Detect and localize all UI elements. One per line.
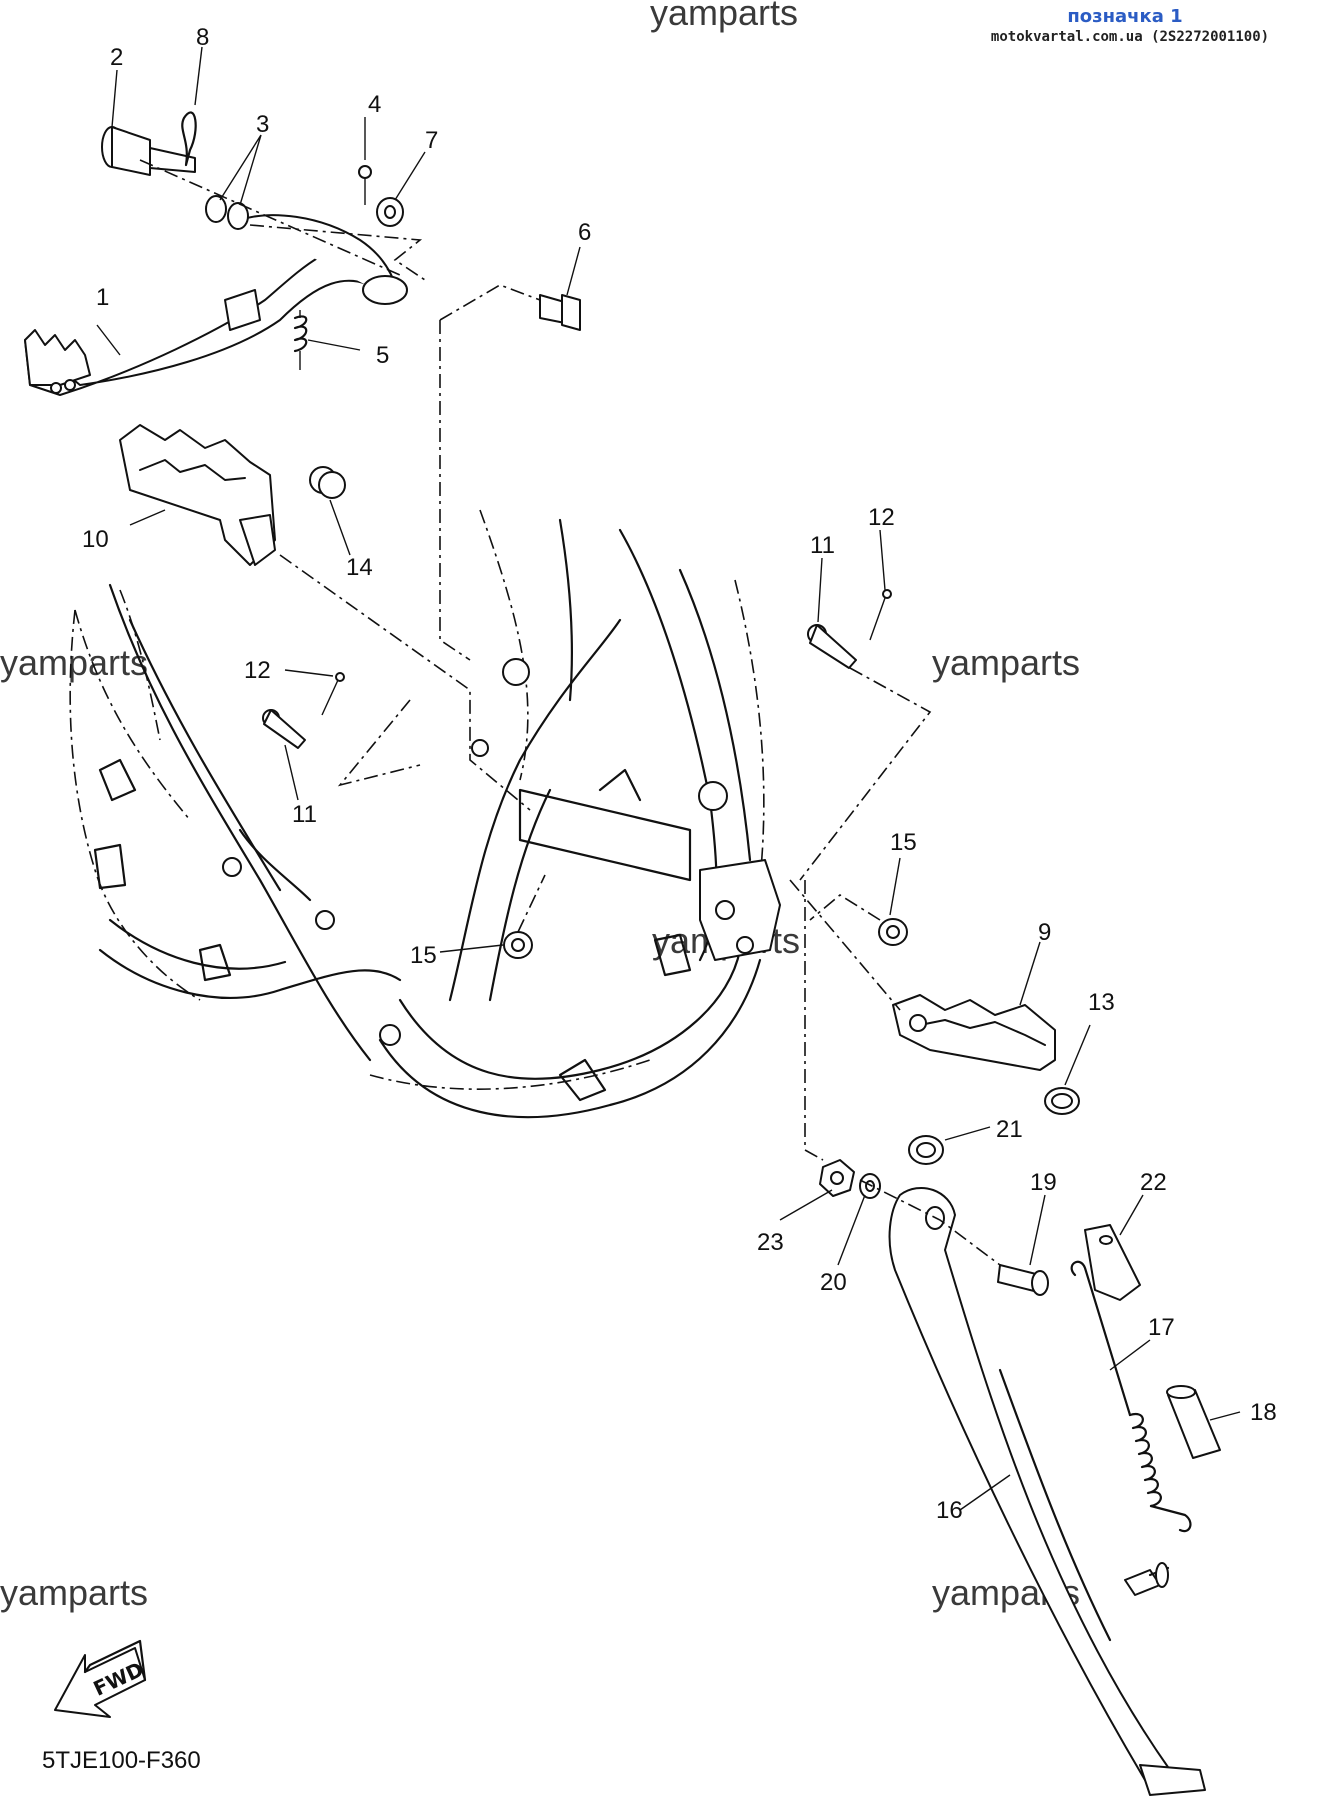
sidestand-spring [1070, 1260, 1192, 1533]
callout-8: 8 [196, 24, 209, 51]
return-spring [293, 310, 308, 370]
sidestand [888, 1186, 1206, 1796]
callout-7: 7 [425, 127, 438, 154]
callout-4: 4 [368, 91, 381, 118]
callout-12b: 12 [244, 657, 271, 684]
footrest-pin [262, 709, 306, 749]
watermark: yamparts [650, 0, 798, 33]
callout-10: 10 [82, 526, 109, 553]
o-ring [227, 202, 249, 230]
cotter-pin-head [335, 672, 345, 682]
o-ring [205, 195, 227, 223]
fwd-arrow: FWD [54, 1639, 147, 1718]
header-source: motokvartal.com.ua (2S2272001100) [991, 29, 1269, 45]
damper [878, 918, 908, 946]
callout-3: 3 [256, 111, 269, 138]
leader-lines [96, 46, 1241, 1511]
callout-2: 2 [110, 44, 123, 71]
callout-18: 18 [1250, 1399, 1277, 1426]
callout-23: 23 [757, 1229, 784, 1256]
cotter-pin [869, 597, 886, 641]
assembly-lines [139, 159, 1001, 1266]
callout-5: 5 [376, 342, 389, 369]
callout-14: 14 [346, 554, 373, 581]
brake-pedal [24, 214, 408, 396]
callout-11b: 11 [292, 801, 317, 828]
footrest-spring [309, 466, 346, 499]
clevis-pin [539, 294, 581, 331]
footrest-pin [807, 624, 857, 669]
footrest [119, 424, 276, 566]
damper [503, 931, 533, 959]
callout-12a: 12 [868, 504, 895, 531]
clip [181, 111, 197, 167]
callout-19: 19 [1030, 1169, 1057, 1196]
spring-hook-plate [1084, 1224, 1141, 1301]
callout-13: 13 [1088, 989, 1115, 1016]
frame-drawing [69, 509, 781, 1119]
callouts: 1 2 3 4 5 6 7 8 9 10 11 11 12 12 13 14 1… [82, 24, 1277, 1524]
footrest [892, 994, 1056, 1071]
washer [376, 197, 404, 227]
header-title: позначка 1 [1067, 6, 1182, 27]
sidestand-bolt [997, 1264, 1049, 1296]
callout-21: 21 [996, 1116, 1023, 1143]
collar [908, 1135, 944, 1165]
callout-15b: 15 [410, 942, 437, 969]
diagram-code: 5TJE100-F360 [42, 1747, 201, 1774]
callout-22: 22 [1140, 1169, 1167, 1196]
callout-6: 6 [578, 219, 591, 246]
footrest-clip [1044, 1087, 1080, 1115]
spring-sleeve [1166, 1385, 1221, 1459]
cotter-pin [321, 679, 339, 716]
watermark: yamparts [932, 642, 1080, 683]
callout-20: 20 [820, 1269, 847, 1296]
pivot-bolt [101, 126, 196, 176]
callout-9: 9 [1038, 919, 1051, 946]
washer [859, 1173, 881, 1199]
watermark: yamparts [0, 642, 148, 683]
watermark: yamparts [0, 1572, 148, 1613]
cotter-pin-head [882, 589, 892, 599]
callout-17: 17 [1148, 1314, 1175, 1341]
callout-11a: 11 [810, 532, 835, 559]
callout-16: 16 [936, 1497, 963, 1524]
cotter-pin [358, 165, 372, 205]
nut [819, 1159, 855, 1197]
callout-1: 1 [96, 284, 109, 311]
callout-15a: 15 [890, 829, 917, 856]
